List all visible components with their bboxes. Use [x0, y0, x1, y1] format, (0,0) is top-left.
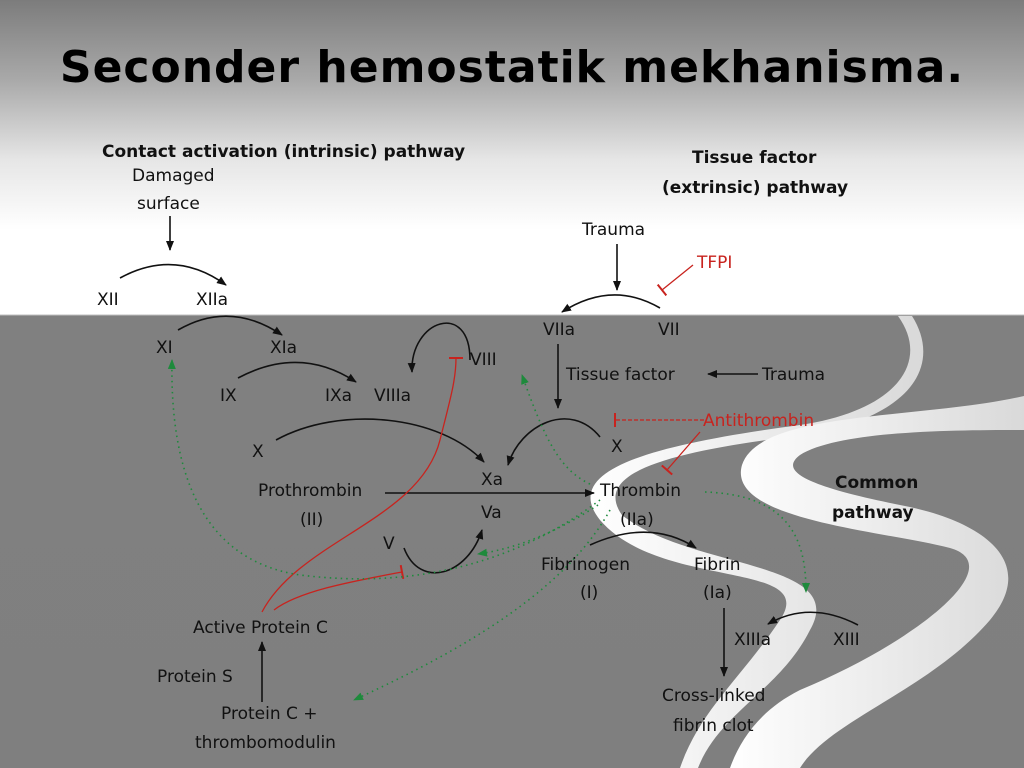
protein-c-plus-label: Protein C + — [221, 704, 318, 724]
arrow-xii-to-xiia — [119, 263, 227, 286]
fibrinogen-label: Fibrinogen — [541, 555, 630, 575]
factor-vii: VII — [658, 320, 680, 340]
arrow-viii-to-viiia — [407, 322, 471, 373]
factor-xia: XIa — [270, 338, 297, 358]
factor-xiii: XIII — [833, 630, 860, 650]
arrow-x-to-xa-right — [506, 418, 601, 466]
crosslinked-label: Cross-linked — [662, 686, 765, 706]
inhibit-apc-to-v — [273, 564, 405, 611]
prothrombin-label: Prothrombin — [258, 481, 362, 501]
fibrin-clot-label: fibrin clot — [673, 716, 754, 736]
fibrin-roman: (Ia) — [703, 583, 732, 603]
active-protein-c-label: Active Protein C — [193, 618, 328, 638]
factor-v: V — [383, 534, 395, 554]
factor-xa: Xa — [481, 470, 503, 490]
factor-xiiia: XIIIa — [734, 630, 771, 650]
fibrin-label: Fibrin — [694, 555, 741, 575]
factor-xiia: XIIa — [196, 290, 228, 310]
factor-viii: VIII — [470, 350, 497, 370]
common-pathway-line1: Common — [835, 473, 918, 493]
feedback-thrombin-to-v — [477, 504, 599, 557]
inhibit-tfpi-to-vii — [656, 264, 694, 297]
feedback-thrombin-to-viii — [521, 374, 591, 485]
factor-x-left: X — [252, 442, 264, 462]
decorative-ribbons — [590, 316, 1024, 768]
extrinsic-pathway-header-line2: (extrinsic) pathway — [662, 178, 848, 198]
inhibition-lines — [261, 264, 704, 613]
factor-xii: XII — [97, 290, 119, 310]
arrow-xiii-to-xiiia — [767, 611, 859, 626]
arrow-ix-to-ixa — [237, 361, 357, 383]
factor-ix: IX — [220, 386, 237, 406]
common-pathway-line2: pathway — [832, 503, 914, 523]
slide-title: Seconder hemostatik mekhanisma. — [59, 42, 965, 93]
antithrombin-label: Antithrombin — [703, 411, 814, 431]
factor-xi: XI — [156, 338, 173, 358]
arrow-fibrinogen-to-fibrin — [589, 531, 697, 549]
diagram-labels: Contact activation (intrinsic) pathway D… — [97, 142, 918, 753]
factor-va: Va — [481, 503, 502, 523]
prothrombin-roman: (II) — [300, 510, 323, 530]
tfpi-label: TFPI — [696, 253, 732, 273]
fibrinogen-roman: (I) — [580, 583, 598, 603]
factor-ixa: IXa — [325, 386, 352, 406]
intrinsic-pathway-header: Contact activation (intrinsic) pathway — [102, 142, 465, 162]
arrow-vii-to-viia — [561, 294, 661, 313]
arrow-x-to-xa-left — [275, 418, 485, 463]
thrombomodulin-label: thrombomodulin — [195, 733, 336, 753]
arrow-v-to-va — [403, 529, 484, 574]
inhibit-apc-to-viii — [261, 356, 464, 613]
thrombin-roman: (IIa) — [620, 510, 654, 530]
feedback-arrows — [167, 359, 810, 701]
ribbon-right — [730, 396, 1024, 768]
factor-viia: VIIa — [543, 320, 575, 340]
factor-x-right: X — [611, 437, 623, 457]
thrombin-label: Thrombin — [599, 481, 681, 501]
trauma-top-label: Trauma — [581, 220, 645, 240]
inhibit-antithrombin-to-thrombin — [661, 431, 701, 476]
factor-viiia: VIIIa — [374, 386, 411, 406]
tissue-factor-label: Tissue factor — [565, 365, 675, 385]
extrinsic-pathway-header-line1: Tissue factor — [692, 148, 817, 168]
trauma-right-label: Trauma — [761, 365, 825, 385]
damaged-label: Damaged — [132, 166, 215, 186]
surface-label: surface — [137, 194, 200, 214]
activation-arrows — [119, 216, 859, 702]
arrow-xi-to-xia — [177, 315, 283, 336]
ribbon-left — [590, 316, 924, 768]
protein-s-label: Protein S — [157, 667, 233, 687]
